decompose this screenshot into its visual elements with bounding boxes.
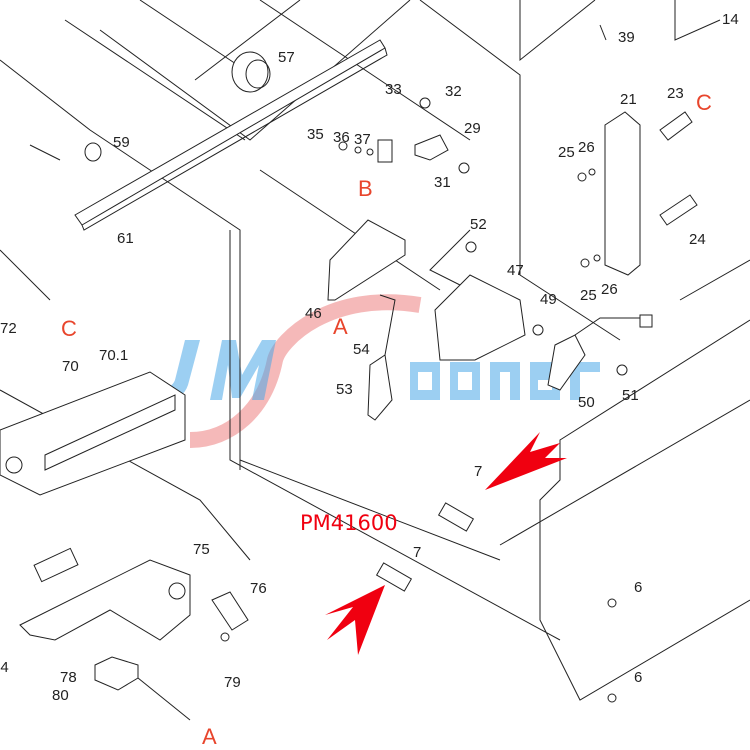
- label-54: 54: [353, 341, 370, 358]
- label-24: 24: [689, 231, 706, 248]
- label-59: 59: [113, 134, 130, 151]
- label-84: 84: [0, 659, 9, 676]
- ref-letter-b: B: [358, 176, 373, 201]
- label-35: 35: [307, 126, 324, 143]
- pin-part-23: [659, 111, 693, 141]
- label-25: 25: [558, 144, 575, 161]
- label-49: 49: [540, 291, 557, 308]
- ref-letter-c-left: C: [61, 316, 77, 341]
- watermark-logo: [158, 294, 600, 448]
- callout-arrow-upper: [485, 432, 567, 490]
- label-32: 32: [445, 83, 462, 100]
- label-14: 14: [722, 11, 739, 28]
- label-33: 33: [385, 81, 402, 98]
- label-25b: 25: [580, 287, 597, 304]
- label-76: 76: [250, 580, 267, 597]
- plate-part-46: [327, 219, 406, 301]
- label-47: 47: [507, 262, 524, 279]
- reference-letters: B C C A A: [61, 90, 712, 749]
- label-37: 37: [354, 131, 371, 148]
- label-52: 52: [470, 216, 487, 233]
- label-72: 72: [0, 320, 17, 337]
- label-29: 29: [464, 120, 481, 137]
- label-70: 70: [62, 358, 79, 375]
- label-61: 61: [117, 230, 134, 247]
- label-26b: 26: [601, 281, 618, 298]
- label-7-lower: 7: [413, 544, 421, 561]
- rail-part-61: [74, 39, 388, 231]
- label-6-lower: 6: [634, 669, 642, 686]
- bracket-part-21: [604, 111, 641, 276]
- label-50: 50: [578, 394, 595, 411]
- label-80: 80: [52, 687, 69, 704]
- label-31: 31: [434, 174, 451, 191]
- pin-part-24: [659, 194, 698, 226]
- hardware-screws: [220, 24, 628, 703]
- spacer-part-7-upper: [437, 502, 475, 532]
- label-53: 53: [336, 381, 353, 398]
- label-51: 51: [622, 387, 639, 404]
- callout-arrow-lower: [325, 585, 385, 655]
- roller-part-57: [231, 51, 271, 93]
- label-6-upper: 6: [634, 579, 642, 596]
- block-part-78: [94, 656, 139, 691]
- ref-letter-a-bottom: A: [202, 724, 217, 749]
- pin-part-76: [211, 591, 249, 631]
- label-21: 21: [620, 91, 637, 108]
- label-23: 23: [667, 85, 684, 102]
- bushing-part-59: [84, 142, 102, 162]
- watermark-letters-left: [158, 340, 276, 400]
- frame-lines: [0, 0, 750, 701]
- part-code-label: PM41600: [300, 511, 398, 535]
- label-57: 57: [278, 49, 295, 66]
- plate-part-75: [19, 559, 191, 641]
- label-75: 75: [193, 541, 210, 558]
- label-78: 78: [60, 669, 77, 686]
- spacer-part-7-lower: [375, 562, 413, 592]
- sensor-part-53: [367, 354, 393, 421]
- card-part-84: [33, 547, 79, 583]
- label-39: 39: [618, 29, 635, 46]
- label-26: 26: [578, 139, 595, 156]
- lever-part-50: [547, 334, 586, 391]
- label-46: 46: [305, 305, 322, 322]
- part-labels: 14 39 57 59 61 33 32 35 36 37 29 31 21 2…: [0, 11, 739, 704]
- label-7-upper: 7: [474, 463, 482, 480]
- watermark-letters-right: [410, 362, 600, 400]
- ref-letter-a-top: A: [333, 314, 348, 339]
- label-36: 36: [333, 129, 350, 146]
- label-79: 79: [224, 674, 241, 691]
- ref-letter-c-right: C: [696, 90, 712, 115]
- label-70-1: 70.1: [99, 347, 128, 364]
- bracket-part-47: [434, 274, 526, 361]
